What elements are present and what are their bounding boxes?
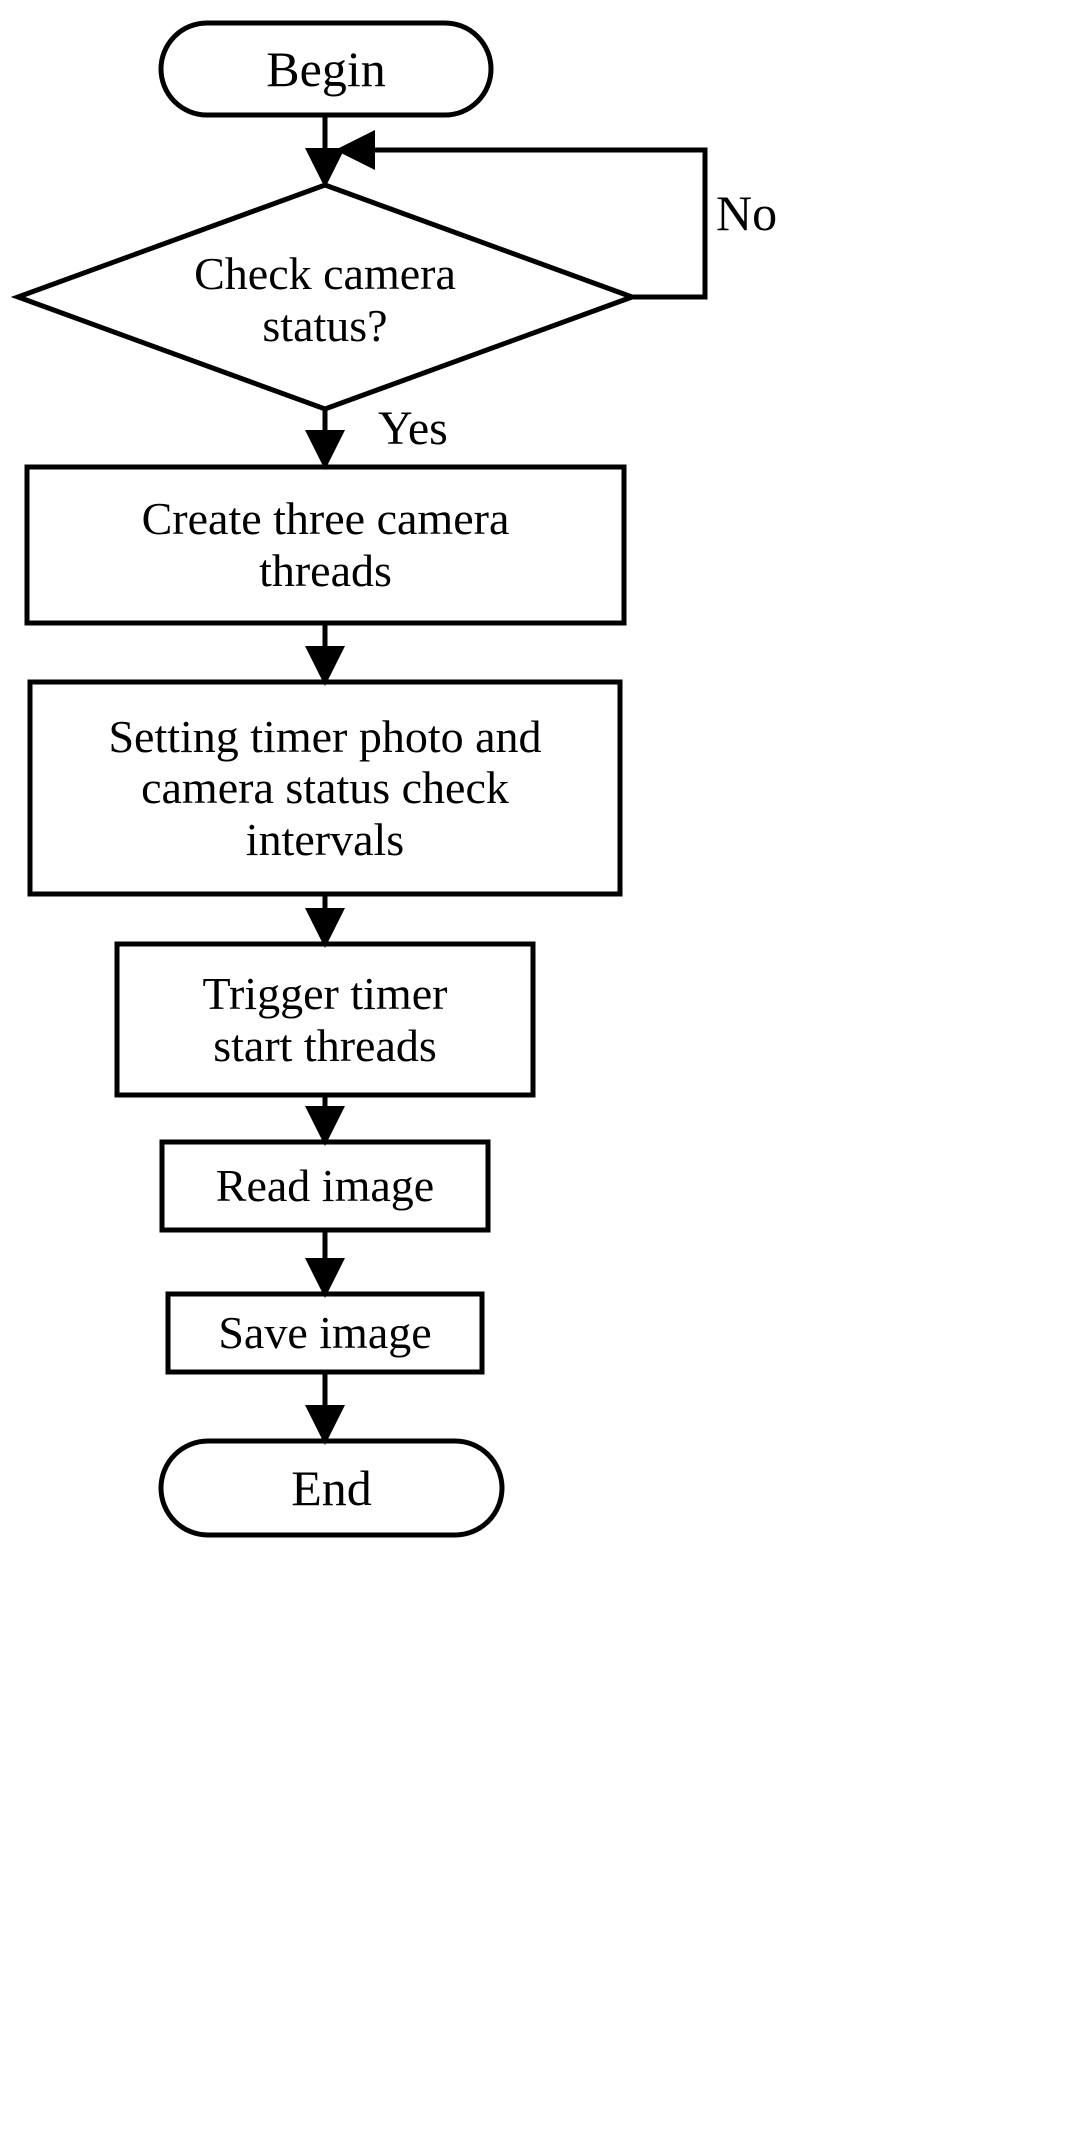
edge-label-no: No (716, 185, 778, 241)
node-trigger-timer-shape (114, 941, 536, 1098)
edge-check-no-loop (335, 130, 708, 300)
node-begin-shape (158, 20, 494, 118)
node-end-shape (158, 1438, 505, 1538)
edge-label-yes: Yes (378, 402, 448, 455)
node-save-image-shape (165, 1291, 485, 1375)
node-check-camera-status-shape (10, 182, 640, 412)
node-create-threads-shape (24, 464, 627, 626)
node-setting-intervals-shape (27, 679, 623, 897)
node-read-image-shape (159, 1139, 491, 1233)
